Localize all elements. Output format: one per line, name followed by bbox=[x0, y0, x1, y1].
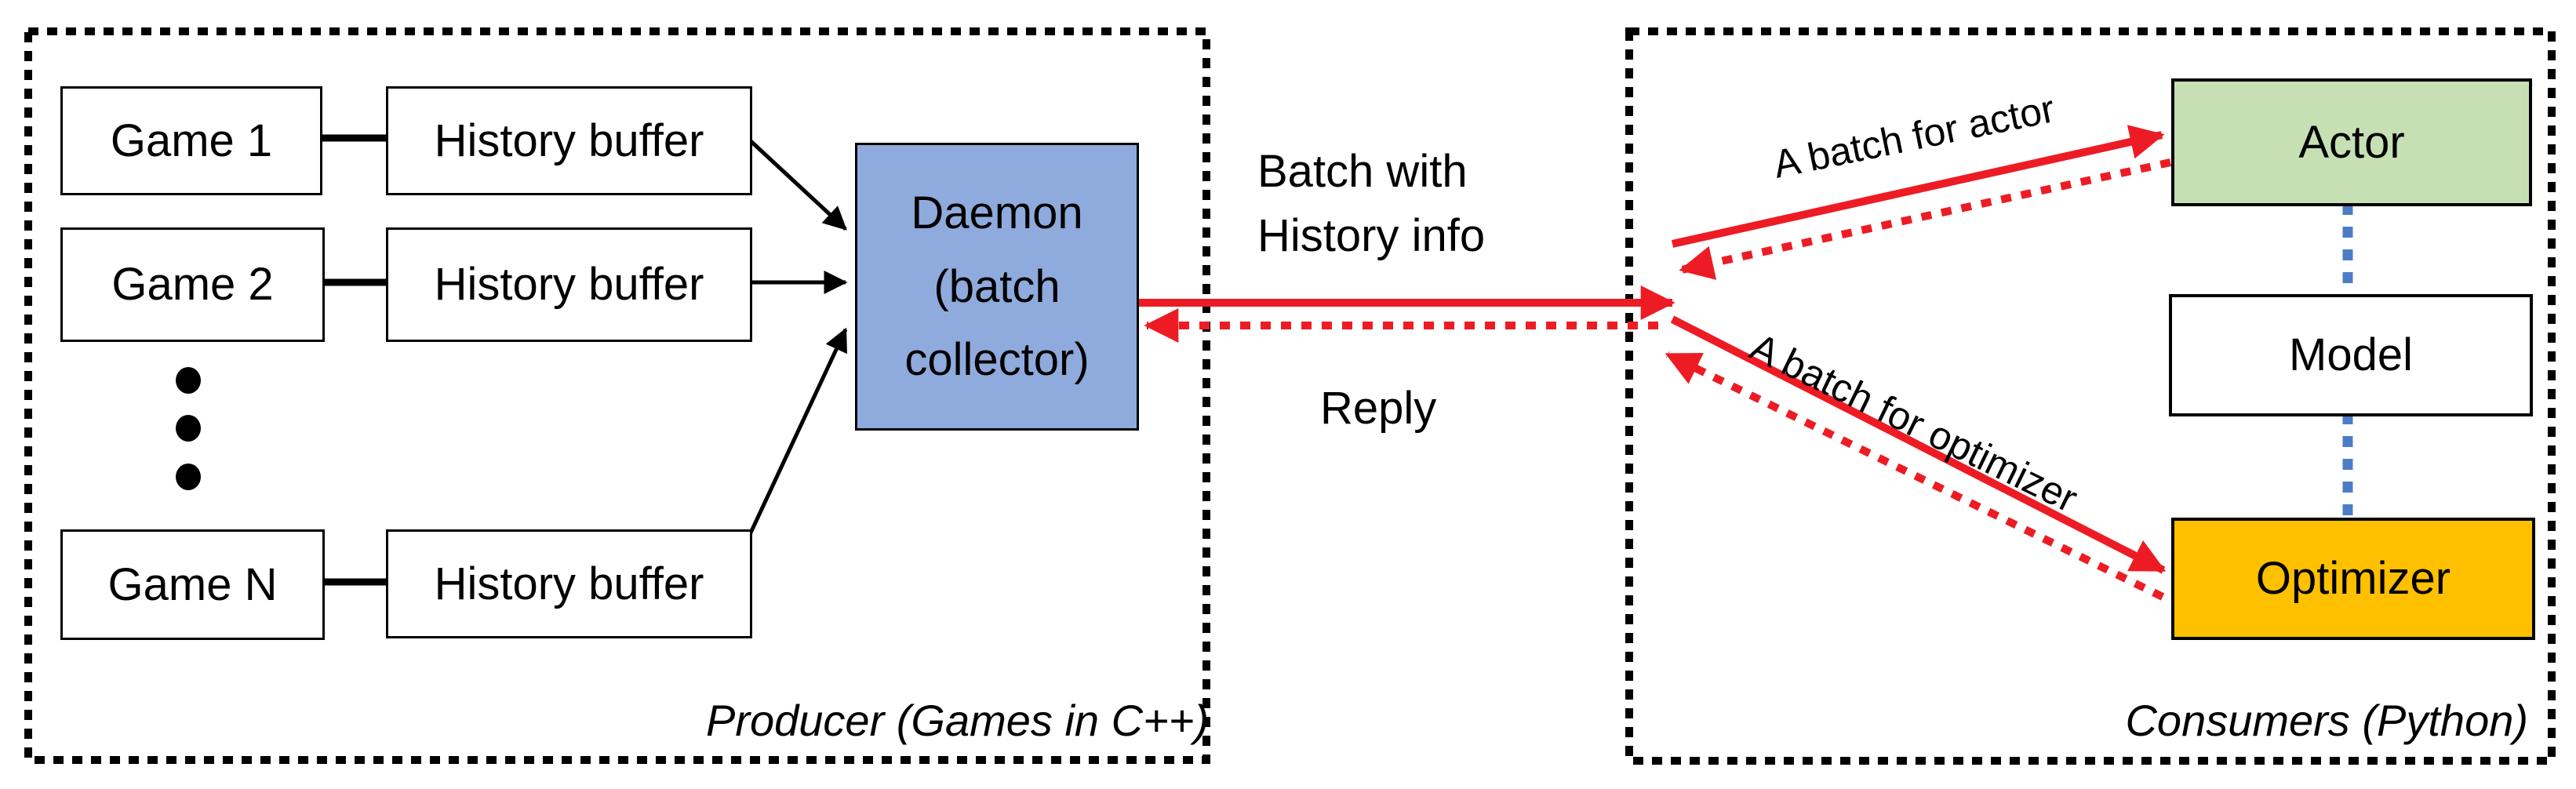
daemon-label-line3: collector) bbox=[904, 334, 1090, 386]
history1-to-daemon-arrow bbox=[748, 138, 847, 231]
game-n-label: Game N bbox=[107, 558, 278, 610]
actor-label: Actor bbox=[2298, 116, 2405, 168]
ellipsis-dot-1 bbox=[176, 367, 201, 394]
batch-to-optimizer-arrow bbox=[1670, 315, 2167, 574]
historyN-to-daemon-arrow bbox=[744, 327, 848, 543]
optimizer-reply-arrow bbox=[1665, 351, 2165, 601]
model-label: Model bbox=[2289, 329, 2413, 381]
history-buffer-n-label: History buffer bbox=[434, 558, 704, 609]
daemon-box: Daemon (batch collector) bbox=[855, 143, 1139, 431]
batch-with-history-label-line1: Batch with bbox=[1257, 146, 1468, 197]
batch-to-actor-arrow bbox=[1671, 125, 2165, 248]
actor-reply-arrow bbox=[1679, 158, 2172, 280]
batch-with-history-label-line2: History info bbox=[1257, 210, 1486, 262]
history-buffer-1-label: History buffer bbox=[434, 115, 704, 166]
reply-label: Reply bbox=[1320, 383, 1437, 434]
actor-box: Actor bbox=[2171, 78, 2532, 206]
consumers-label: Consumers (Python) bbox=[2125, 696, 2528, 745]
ellipsis-dot-2 bbox=[176, 415, 201, 442]
optimizer-label: Optimizer bbox=[2255, 553, 2451, 605]
batch-with-history-label: Batch with History info bbox=[1257, 140, 1485, 269]
game-1-label: Game 1 bbox=[110, 115, 273, 166]
game-2-label: Game 2 bbox=[111, 259, 274, 311]
history-buffer-1-box: History buffer bbox=[386, 86, 752, 195]
game-2-box: Game 2 bbox=[60, 227, 325, 342]
consumers-container bbox=[1625, 27, 2556, 765]
optimizer-box: Optimizer bbox=[2171, 518, 2535, 640]
game-1-box: Game 1 bbox=[60, 86, 322, 195]
model-box: Model bbox=[2169, 294, 2533, 416]
game-n-box: Game N bbox=[60, 529, 325, 640]
ellipsis-dot-3 bbox=[176, 464, 201, 490]
daemon-label-line1: Daemon bbox=[911, 187, 1083, 238]
producer-container bbox=[24, 27, 1210, 764]
history-buffer-2-label: History buffer bbox=[434, 259, 704, 311]
history-buffer-2-box: History buffer bbox=[386, 227, 752, 342]
history-buffer-n-box: History buffer bbox=[386, 529, 752, 638]
producer-label: Producer (Games in C++) bbox=[706, 696, 1210, 745]
daemon-label-line2: (batch bbox=[933, 260, 1061, 312]
